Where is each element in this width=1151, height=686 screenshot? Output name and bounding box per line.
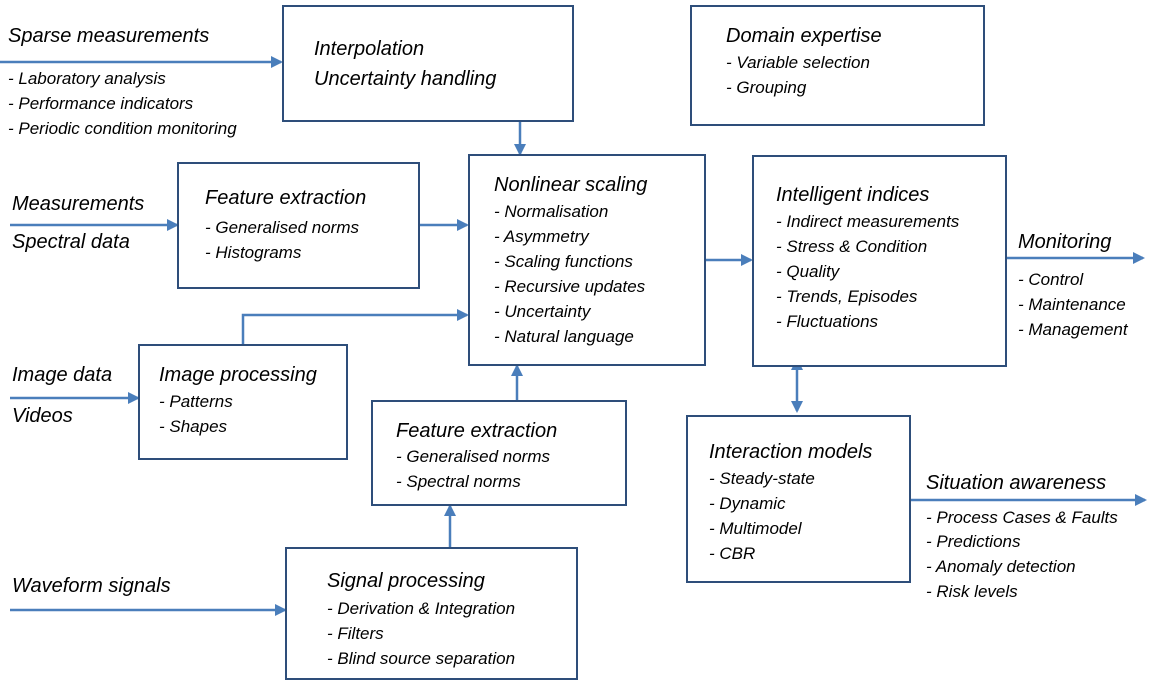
feature-extraction-box-1: Feature extraction - Generalised norms -… — [177, 162, 420, 289]
awareness-item-anomaly: - Anomaly detection — [926, 557, 1076, 576]
scaling-item-asymmetry: - Asymmetry — [494, 227, 589, 246]
domain-item-variable: - Variable selection — [726, 53, 870, 72]
input-videos: Videos — [12, 405, 73, 427]
sparse-item-periodic: - Periodic condition monitoring — [8, 119, 237, 138]
signal-item-blind: - Blind source separation — [327, 649, 516, 668]
feature-2-item-spectral: - Spectral norms — [396, 472, 521, 491]
nonlinear-scaling-box: Nonlinear scaling - Normalisation - Asym… — [468, 154, 706, 366]
awareness-item-cases: - Process Cases & Faults — [926, 508, 1118, 527]
monitoring-item-management: - Management — [1018, 320, 1128, 339]
indices-item-trends: - Trends, Episodes — [776, 287, 918, 306]
feature-2-item-norms: - Generalised norms — [396, 447, 551, 466]
image-processing-box: Image processing - Patterns - Shapes — [138, 344, 348, 460]
monitoring-item-maintenance: - Maintenance — [1018, 295, 1126, 314]
scaling-item-language: - Natural language — [494, 327, 634, 346]
image-item-shapes: - Shapes — [159, 417, 228, 436]
interaction-item-cbr: - CBR — [709, 544, 756, 563]
input-measurements: Measurements — [12, 193, 145, 215]
feature-extraction-box-2: Feature extraction - Generalised norms -… — [371, 400, 627, 506]
input-image-data: Image data — [12, 364, 113, 386]
awareness-item-risk: - Risk levels — [926, 582, 1018, 601]
input-sparse-measurements: Sparse measurements — [8, 25, 210, 47]
interaction-item-multimodel: - Multimodel — [709, 519, 802, 538]
sparse-item-laboratory: - Laboratory analysis — [8, 69, 166, 88]
feature-1-item-histograms: - Histograms — [205, 243, 302, 262]
interaction-models-title: Interaction models — [709, 441, 873, 463]
signal-item-derivation: - Derivation & Integration — [327, 599, 516, 618]
nonlinear-scaling-title: Nonlinear scaling — [494, 174, 648, 196]
interaction-models-box: Interaction models - Steady-state - Dyna… — [686, 415, 911, 583]
interpolation-box: Interpolation Uncertainty handling — [282, 5, 574, 122]
arrow-image-to-scaling — [241, 309, 469, 344]
domain-item-grouping: - Grouping — [726, 78, 807, 97]
intelligent-indices-box: Intelligent indices - Indirect measureme… — [752, 155, 1007, 367]
interaction-item-steady: - Steady-state — [709, 469, 815, 488]
scaling-item-uncertainty: - Uncertainty — [494, 302, 591, 321]
domain-expertise-title: Domain expertise — [726, 25, 882, 47]
indices-item-fluctuations: - Fluctuations — [776, 312, 879, 331]
interaction-item-dynamic: - Dynamic — [709, 494, 786, 513]
interpolation-line1: Interpolation — [314, 38, 425, 60]
image-item-patterns: - Patterns — [159, 392, 233, 411]
sparse-item-performance: - Performance indicators — [8, 94, 194, 113]
monitoring-item-control: - Control — [1018, 270, 1084, 289]
interpolation-line2: Uncertainty handling — [314, 68, 497, 90]
signal-processing-title: Signal processing — [327, 570, 485, 592]
indices-item-quality: - Quality — [776, 262, 840, 281]
signal-processing-box: Signal processing - Derivation & Integra… — [285, 547, 578, 680]
awareness-item-predictions: - Predictions — [926, 532, 1021, 551]
output-monitoring-title: Monitoring — [1018, 231, 1112, 253]
input-spectral-data: Spectral data — [12, 231, 130, 253]
signal-item-filters: - Filters — [327, 624, 384, 643]
indices-item-indirect: - Indirect measurements — [776, 212, 960, 231]
scaling-item-functions: - Scaling functions — [494, 252, 633, 271]
indices-item-stress: - Stress & Condition — [776, 237, 928, 256]
image-processing-title: Image processing — [159, 364, 317, 386]
scaling-item-recursive: - Recursive updates — [494, 277, 646, 296]
output-situation-awareness-title: Situation awareness — [926, 472, 1107, 494]
domain-expertise-box: Domain expertise - Variable selection - … — [690, 5, 985, 126]
scaling-item-normalisation: - Normalisation — [494, 202, 609, 221]
input-waveform-signals: Waveform signals — [12, 575, 171, 597]
feature-extraction-2-title: Feature extraction — [396, 420, 558, 442]
feature-extraction-1-title: Feature extraction — [205, 187, 367, 209]
feature-1-item-norms: - Generalised norms — [205, 218, 360, 237]
intelligent-indices-title: Intelligent indices — [776, 184, 930, 206]
